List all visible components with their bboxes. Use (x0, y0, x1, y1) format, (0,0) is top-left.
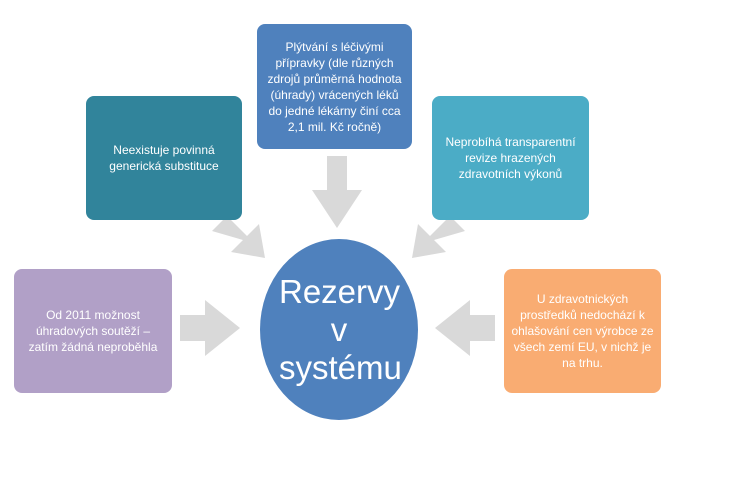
arrow-top-left (212, 216, 265, 258)
arrow-left (180, 300, 240, 356)
arrow-top (312, 156, 362, 228)
box-medicine-waste-text: Plýtvání s léčivými přípravky (dle různý… (267, 39, 402, 134)
arrow-top-right (412, 216, 465, 258)
box-generic-substitution-text: Neexistuje povinná generická substituce (109, 143, 219, 173)
box-generic-substitution: Neexistuje povinná generická substituce (86, 96, 242, 220)
box-procedures-revision-text: Neprobíhá transparentní revize hrazených… (445, 135, 576, 181)
box-procedures-revision: Neprobíhá transparentní revize hrazených… (432, 96, 589, 220)
box-reimbursement-tenders-text: Od 2011 možnost úhradových soutěží – zat… (28, 308, 158, 354)
box-reimbursement-tenders: Od 2011 možnost úhradových soutěží – zat… (14, 269, 172, 393)
center-circle-label: Rezervy v systému (279, 272, 402, 386)
box-medical-devices-prices-text: U zdravotnických prostředků nedochází k … (511, 292, 654, 370)
center-circle: Rezervy v systému (260, 239, 418, 420)
box-medicine-waste: Plýtvání s léčivými přípravky (dle různý… (257, 24, 412, 149)
box-medical-devices-prices: U zdravotnických prostředků nedochází k … (504, 269, 661, 393)
arrow-right (435, 300, 495, 356)
